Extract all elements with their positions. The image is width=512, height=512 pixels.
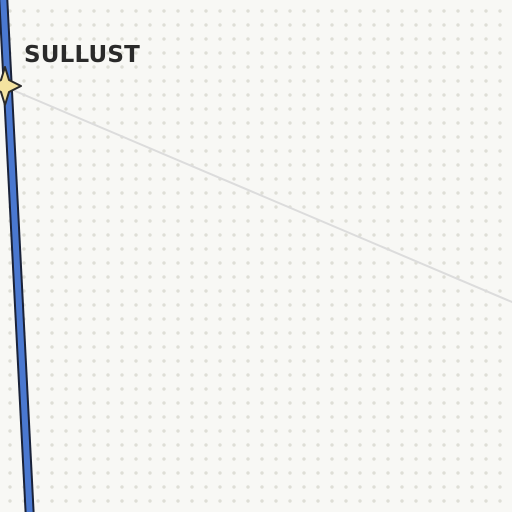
hyperspace-lane-thin: [7, 87, 512, 303]
planet-label-sullust[interactable]: SULLUST: [24, 42, 141, 68]
planet-star-icon[interactable]: [0, 66, 22, 106]
